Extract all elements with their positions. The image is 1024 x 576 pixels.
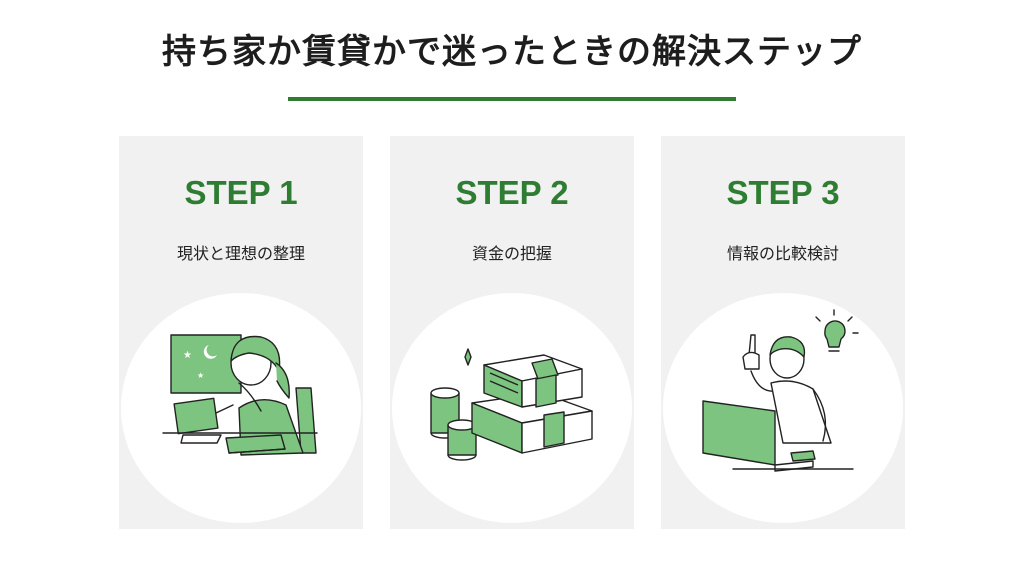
step-card-1: STEP 1 現状と理想の整理 ★ ★ xyxy=(119,136,363,529)
person-laptop-idea-illustration xyxy=(702,309,859,472)
person-thinking-illustration: ★ ★ xyxy=(162,334,318,456)
illustration-circle xyxy=(663,293,903,523)
step-subtitle: 現状と理想の整理 xyxy=(176,244,305,263)
step-card-3: STEP 3 情報の比較検討 xyxy=(661,136,905,529)
step-card-2: STEP 2 資金の把握 xyxy=(390,136,634,529)
step-subtitle: 情報の比較検討 xyxy=(726,244,839,263)
title-underline xyxy=(288,97,736,101)
illustration-circle: ★ ★ xyxy=(121,293,361,523)
step-label: STEP 1 xyxy=(184,174,298,211)
illustration-circle xyxy=(392,293,632,523)
step-label: STEP 3 xyxy=(726,174,840,211)
svg-text:★: ★ xyxy=(183,350,192,361)
step-subtitle: 資金の把握 xyxy=(471,244,552,263)
step-label: STEP 2 xyxy=(455,174,569,211)
svg-text:★: ★ xyxy=(197,371,204,380)
page-title: 持ち家か賃貸かで迷ったときの解決ステップ xyxy=(162,32,862,72)
money-stacks-illustration xyxy=(430,348,593,461)
